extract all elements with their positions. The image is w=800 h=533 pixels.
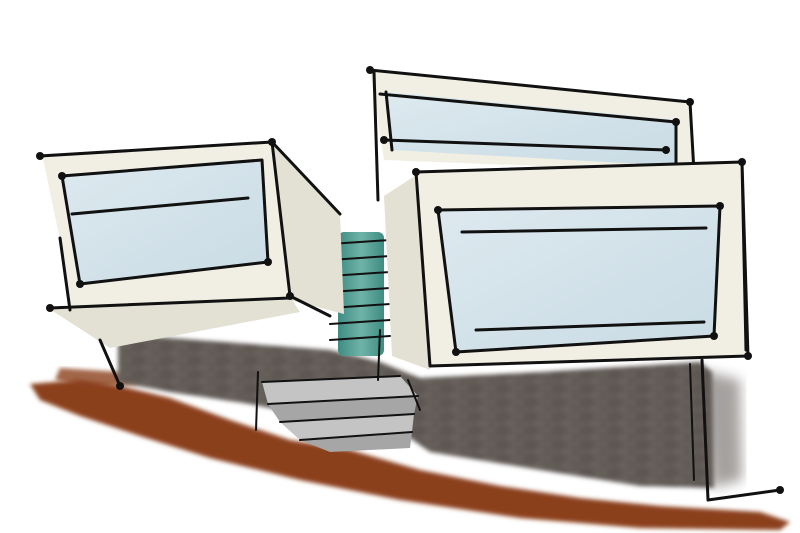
stone-plinth [118, 334, 742, 488]
upper-volume [366, 66, 696, 202]
entry-steps [261, 375, 419, 452]
spiral-stair-tower [329, 232, 391, 356]
construction-lines [255, 329, 695, 481]
left-volume [36, 138, 344, 390]
right-volume [384, 158, 784, 502]
